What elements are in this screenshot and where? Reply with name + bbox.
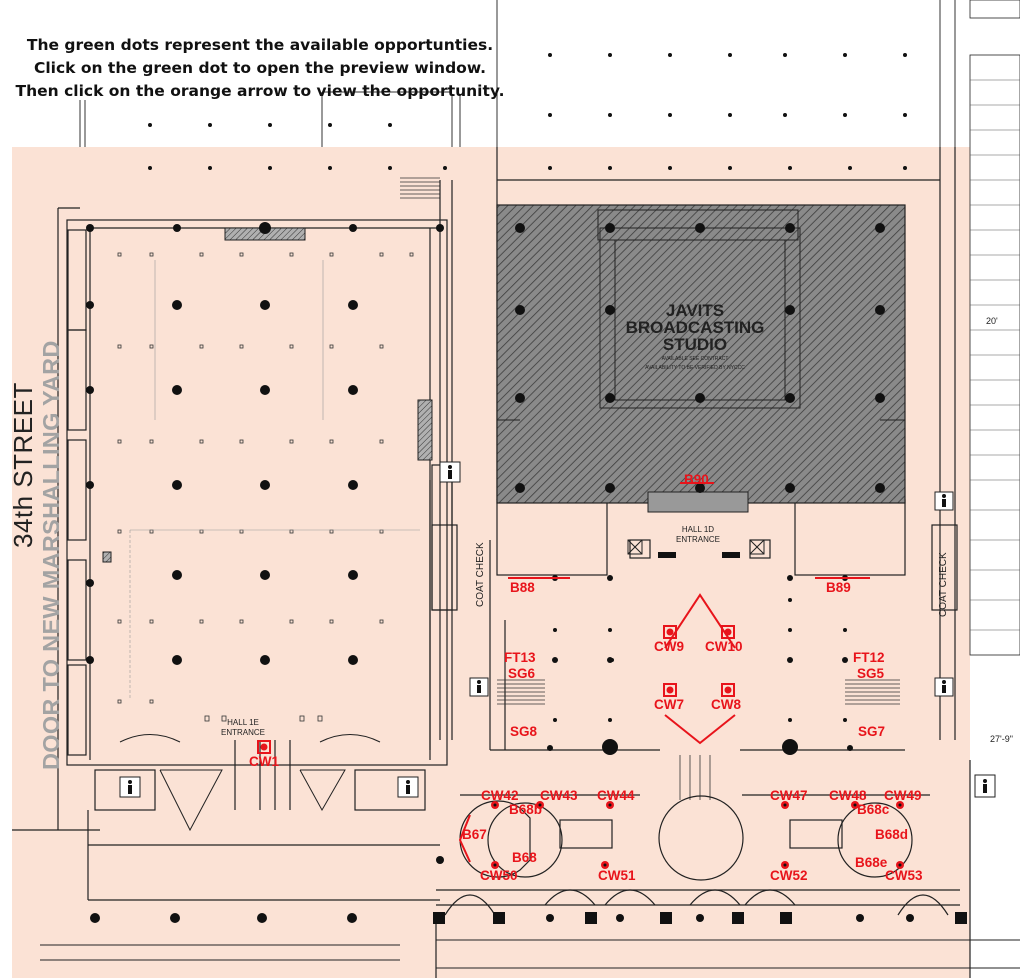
opportunity-cw43[interactable]: CW43 [540,788,578,803]
opportunity-sg6[interactable]: SG6 [508,666,536,681]
coat-check-right: COAT CHECK [938,552,949,617]
top-columns [148,53,907,170]
hatch-block-left-wall [417,399,433,461]
hall-1e-line-2: ENTRANCE [220,728,265,737]
opportunity-ft12[interactable]: FT12 [853,650,885,665]
opportunity-b88[interactable]: B88 [510,580,535,595]
coat-check-left: COAT CHECK [475,542,486,607]
hall-1d-line-1: HALL 1D [681,525,715,534]
instruction-line-3: Then click on the orange arrow to view t… [15,82,505,100]
opportunity-b68b[interactable]: B68b [509,802,543,817]
hall-1e-entrance-shapes [119,734,381,832]
hall-1d-label: HALL 1D ENTRANCE [663,525,733,545]
opportunity-b68c[interactable]: B68c [857,802,890,817]
opportunity-cw48[interactable]: CW48 [829,788,867,803]
person-glyphs-right [477,494,987,793]
hall-1e-small-posts [117,252,414,722]
broadcasting-studio [496,204,906,504]
right-booth-lines [970,79,1020,631]
opportunity-ft13[interactable]: FT13 [504,650,536,665]
bottom-arches [444,889,949,916]
opportunity-cw44[interactable]: CW44 [597,788,635,803]
opportunity-b67[interactable]: B67 [462,827,487,842]
right-booth-strip [969,0,1020,656]
opportunity-sg7[interactable]: SG7 [858,724,886,739]
studio-line-3: STUDIO [662,335,728,354]
opportunity-sg8[interactable]: SG8 [510,724,538,739]
door-label: DOOR TO NEW MARSHALLING YARD [38,340,64,770]
studio-columns [515,223,885,493]
bottom-columns [90,856,967,924]
studio-line-2: BROADCASTING [625,318,765,337]
hall-1e-columns [86,222,444,665]
top-structure [79,0,956,147]
opportunity-cw51[interactable]: CW51 [598,868,636,883]
stairs-sg [497,679,900,800]
studio-label: JAVITS BROADCASTING STUDIO AVAILABLE SEE… [595,302,795,371]
instructions: The green dots represent the available o… [10,34,510,103]
hall-1e-label: HALL 1E ENTRANCE [208,718,278,738]
opportunity-dot-cores [493,803,902,867]
opportunity-cw49[interactable]: CW49 [884,788,922,803]
hall-1e-line-1: HALL 1E [227,718,259,727]
dimension-a: 20' [986,316,998,326]
instruction-line-1: The green dots represent the available o… [26,36,494,54]
opportunity-markers [257,625,735,754]
studio-sub-1: AVAILABLE SEE CONTRACT [661,356,729,362]
opportunity-cw42[interactable]: CW42 [481,788,519,803]
street-label: 34th STREET [8,382,38,548]
person-glyphs-left [128,465,452,794]
opportunity-cw9[interactable]: CW9 [654,639,684,654]
studio-sub-2: AVAILABILITY TO BE VERIFIED BY NYCCC [645,365,745,371]
opportunity-cw1[interactable]: CW1 [249,754,279,769]
hall-1d-columns [547,552,853,755]
bottom-strip [40,939,1020,969]
opportunity-cw8[interactable]: CW8 [711,697,741,712]
opportunity-cw7[interactable]: CW7 [654,697,684,712]
opportunity-cw52[interactable]: CW52 [770,868,808,883]
opportunity-cw53[interactable]: CW53 [885,868,923,883]
hall-1e-grid-lines [129,260,420,700]
opportunity-cw10[interactable]: CW10 [705,639,743,654]
studio-inner-lines [497,209,905,513]
opportunity-b68d[interactable]: B68d [875,827,909,842]
hall-1d-walls [429,147,971,978]
opportunity-b68e[interactable]: B68e [855,855,888,870]
opportunity-b68[interactable]: B68 [512,850,537,865]
hall-1d-line-2: ENTRANCE [675,535,720,544]
studio-line-1: JAVITS [665,301,725,320]
dimension-b: 27'-9" [990,734,1013,744]
hatch-block-small [102,551,112,563]
opportunity-sg5[interactable]: SG5 [857,666,885,681]
top-stair [400,177,440,199]
opportunity-b89[interactable]: B89 [826,580,851,595]
instruction-line-2: Click on the green dot to open the previ… [33,59,487,77]
entrance-boxes [627,539,765,555]
opportunity-cw50[interactable]: CW50 [480,868,518,883]
opportunity-b90[interactable]: B90 [684,472,709,487]
rotunda-and-booths [459,795,913,881]
opportunity-cw47[interactable]: CW47 [770,788,808,803]
